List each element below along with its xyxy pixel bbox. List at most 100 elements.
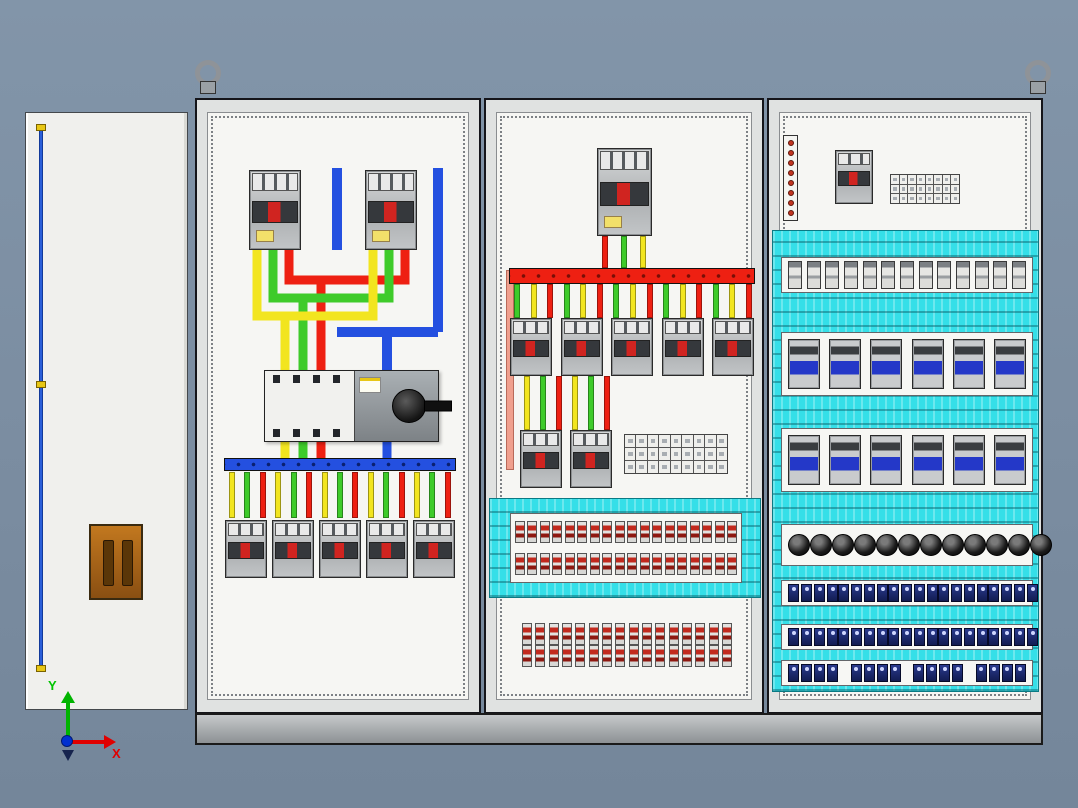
fuse-terminal <box>535 623 546 645</box>
lifting-eye-right <box>1025 60 1051 86</box>
busbar-weave <box>252 168 443 460</box>
fuse-terminal <box>552 521 563 543</box>
door-handle <box>89 524 143 600</box>
terminal-cell <box>942 175 951 184</box>
terminal-cell <box>625 435 636 447</box>
fuse-terminal <box>714 553 725 575</box>
switch-terminal-block <box>265 371 355 441</box>
fuse-terminal <box>602 521 613 543</box>
navy-block <box>951 584 962 602</box>
din-breaker <box>993 339 1026 389</box>
feeder-mccb <box>510 318 552 376</box>
terminal-cell <box>636 448 647 460</box>
fuse-terminal <box>602 553 613 575</box>
phase-wire <box>696 284 703 318</box>
incoming-drop-wires <box>602 236 646 268</box>
terminal-cluster <box>850 664 901 682</box>
navy-block <box>814 584 825 602</box>
lower-terminal-row-1 <box>522 623 732 645</box>
phase-wire <box>646 284 653 318</box>
rotary-handle <box>392 389 426 423</box>
terminal-cell <box>636 435 647 447</box>
fuse-terminal <box>689 553 700 575</box>
terminal-block-row-1 <box>781 580 1038 606</box>
fuse-terminal <box>564 521 575 543</box>
navy-block <box>938 584 949 602</box>
terminal-marker-strip <box>783 135 798 221</box>
mini-breaker <box>955 261 970 289</box>
fuse-terminal <box>668 623 679 645</box>
navy-block <box>877 584 888 602</box>
y-axis-label: Y <box>48 678 57 693</box>
din-breaker <box>788 339 820 389</box>
terminal-cluster <box>938 628 988 646</box>
terminal-cell <box>908 184 916 194</box>
fuse-terminal <box>561 645 572 667</box>
marker-dot <box>787 190 794 196</box>
round-meter <box>876 534 898 556</box>
navy-block <box>814 628 825 646</box>
fuse-terminal <box>522 645 532 667</box>
navy-block <box>851 584 862 602</box>
fuse-terminal <box>577 521 588 543</box>
lower-terminal-row-2 <box>522 645 732 667</box>
phase-wire <box>244 472 251 518</box>
terminal-bay <box>510 513 742 583</box>
terminal-block-row-3 <box>781 660 1033 686</box>
phase-wire <box>321 472 328 518</box>
terminal-cell <box>899 194 908 203</box>
navy-block <box>964 584 975 602</box>
mini-breaker <box>937 261 952 289</box>
fuse-terminal <box>641 623 652 645</box>
phase-wire <box>629 284 636 318</box>
fuse-terminal <box>615 645 626 667</box>
phase-wire <box>259 472 266 518</box>
mini-breaker <box>825 261 840 289</box>
round-meter <box>810 534 832 556</box>
fuse-terminal <box>588 645 599 667</box>
phase-wire <box>367 472 374 518</box>
panel-incoming-section <box>195 98 481 714</box>
fuse-terminal <box>708 645 719 667</box>
feeder-mccb <box>560 318 603 376</box>
incoming-mccb-1 <box>249 170 301 250</box>
control-mccb <box>835 150 873 204</box>
terminal-cell <box>934 184 942 194</box>
phase-wire <box>572 376 578 430</box>
navy-block <box>827 628 838 646</box>
fuse-terminal <box>548 623 559 645</box>
terminal-cell <box>908 194 916 203</box>
rod-cap-middle <box>36 381 46 388</box>
navy-block <box>1001 628 1012 646</box>
navy-block <box>877 628 888 646</box>
feeder-mccb <box>225 520 267 578</box>
din-breaker <box>829 435 862 485</box>
terminal-cell <box>934 175 942 184</box>
mini-breaker <box>1011 261 1026 289</box>
phase-wire <box>398 472 405 518</box>
round-meter <box>1030 534 1052 556</box>
terminal-cell <box>891 175 899 184</box>
fuse-terminal <box>615 623 626 645</box>
fuse-terminal <box>575 645 586 667</box>
round-meter <box>898 534 920 556</box>
fuse-terminal <box>655 645 666 667</box>
din-breaker <box>952 339 985 389</box>
phase-wire <box>429 472 436 518</box>
fuse-terminal <box>664 521 675 543</box>
terminal-cell <box>647 461 659 473</box>
fuse-terminal <box>561 623 572 645</box>
terminal-cell <box>693 435 705 447</box>
phase-wire <box>663 284 670 318</box>
navy-block <box>914 584 925 602</box>
navy-block <box>863 664 875 682</box>
mini-breaker <box>993 261 1008 289</box>
phase-wire <box>540 376 546 430</box>
feeder-mccb <box>712 318 754 376</box>
navy-block <box>901 628 912 646</box>
navy-block <box>901 584 912 602</box>
feeder-stub-wires <box>514 284 752 318</box>
phase-wire <box>580 284 587 318</box>
navy-block <box>788 664 799 682</box>
